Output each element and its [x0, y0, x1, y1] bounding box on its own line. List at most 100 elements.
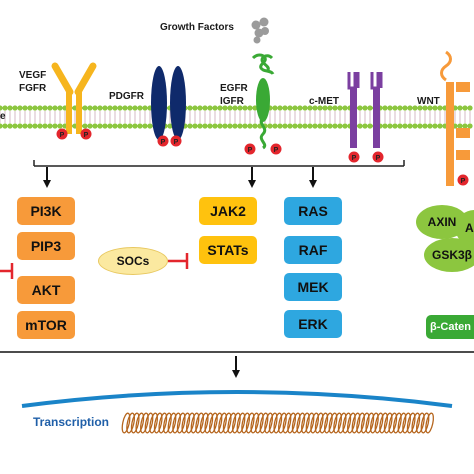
phosphate-circle: [457, 174, 469, 186]
lipid-head: [117, 123, 123, 129]
lipid-head: [237, 123, 243, 129]
lipid-head: [27, 105, 33, 111]
lipid-head: [297, 123, 303, 129]
lipid-head: [322, 105, 328, 111]
lipid-head: [232, 123, 238, 129]
lipid-head: [382, 123, 388, 129]
lipid-head: [12, 123, 18, 129]
lipid-head: [187, 123, 193, 129]
cmet-receptor: [347, 72, 383, 148]
dna-coil-turn: [181, 412, 191, 434]
lipid-head: [32, 123, 38, 129]
lipid-head: [87, 123, 93, 129]
dna-coil-turn: [195, 412, 205, 434]
mtor-box: mTOR: [17, 311, 75, 339]
membrane-label-fragment: e: [0, 111, 6, 122]
lipid-head: [382, 105, 388, 111]
lipid-head: [387, 105, 393, 111]
lipid-head: [367, 123, 373, 129]
lipid-head: [417, 105, 423, 111]
dna-coil-turn: [397, 412, 407, 434]
lipid-head: [117, 105, 123, 111]
dna-coil-turn: [218, 412, 228, 434]
dna-coil-turn: [199, 412, 209, 434]
dna-coil-turn: [190, 412, 200, 434]
lipid-head: [57, 105, 63, 111]
dna-coil-turn: [406, 412, 416, 434]
lipid-head: [362, 105, 368, 111]
phosphate-label: P: [84, 132, 89, 139]
dna-coil-turn: [300, 412, 310, 434]
lipid-head: [457, 123, 463, 129]
lipid-head: [22, 123, 28, 129]
lipid-head: [197, 123, 203, 129]
pdgfr-label: PDGFR: [109, 91, 144, 102]
dna-coil-turn: [204, 412, 214, 434]
lipid-head: [207, 105, 213, 111]
lipid-head: [97, 105, 103, 111]
dna-coil-turn: [153, 412, 163, 434]
dna-coil-turn: [213, 412, 223, 434]
lipid-head: [402, 105, 408, 111]
egfr-label: EGFR: [220, 83, 248, 94]
lipid-head: [102, 105, 108, 111]
lipid-head: [132, 123, 138, 129]
dna-coil-turn: [227, 412, 237, 434]
pip3-box: PIP3: [17, 232, 75, 260]
lipid-head: [277, 105, 283, 111]
lipid-head: [292, 105, 298, 111]
lipid-head: [312, 105, 318, 111]
lipid-head: [97, 123, 103, 129]
phosphate-label: P: [161, 139, 166, 146]
phosphate-circle: [372, 151, 384, 163]
dna-coil-turn: [231, 412, 241, 434]
socs-ellipse: SOCs: [98, 247, 168, 275]
lipid-head: [322, 123, 328, 129]
dna-coil-turn: [415, 412, 425, 434]
dna-coil-turn: [158, 412, 168, 434]
dna-coil-turn: [337, 412, 347, 434]
lipid-head: [307, 123, 313, 129]
lipid-head: [12, 105, 18, 111]
lipid-head: [362, 123, 368, 129]
dna-coil-turn: [273, 412, 283, 434]
akt-box: AKT: [17, 276, 75, 304]
lipid-head: [412, 105, 418, 111]
dna-coil-turn: [121, 412, 131, 434]
dna-coil-turn: [310, 412, 320, 434]
lipid-head: [212, 123, 218, 129]
fgfr-label: FGFR: [19, 83, 47, 94]
lipid-head: [82, 123, 88, 129]
dna-coil-turn: [268, 412, 278, 434]
lipid-head: [387, 123, 393, 129]
lipid-head: [327, 123, 333, 129]
lipid-head: [22, 105, 28, 111]
lipid-head: [52, 123, 58, 129]
lipid-head: [32, 105, 38, 111]
lipid-head: [192, 105, 198, 111]
lipid-head: [227, 105, 233, 111]
lipid-head: [272, 123, 278, 129]
wnt-label: WNT: [417, 96, 440, 107]
lipid-head: [202, 123, 208, 129]
lipid-head: [222, 123, 228, 129]
lipid-head: [137, 105, 143, 111]
dna-coil-turn: [319, 412, 329, 434]
lipid-head: [397, 123, 403, 129]
lipid-head: [52, 105, 58, 111]
phosphate-circle: [56, 128, 68, 140]
dna-coil-turn: [144, 412, 154, 434]
lipid-head: [247, 105, 253, 111]
lipid-head: [437, 105, 443, 111]
mek-box: MEK: [284, 273, 342, 301]
lipid-head: [332, 105, 338, 111]
lipid-head: [307, 105, 313, 111]
lipid-head: [0, 105, 3, 111]
lipid-head: [467, 123, 473, 129]
lipid-head: [132, 105, 138, 111]
dna-coil-turn: [241, 412, 251, 434]
lipid-head: [342, 105, 348, 111]
dna-coil-turn: [254, 412, 264, 434]
lipid-head: [327, 105, 333, 111]
lipid-head: [407, 123, 413, 129]
